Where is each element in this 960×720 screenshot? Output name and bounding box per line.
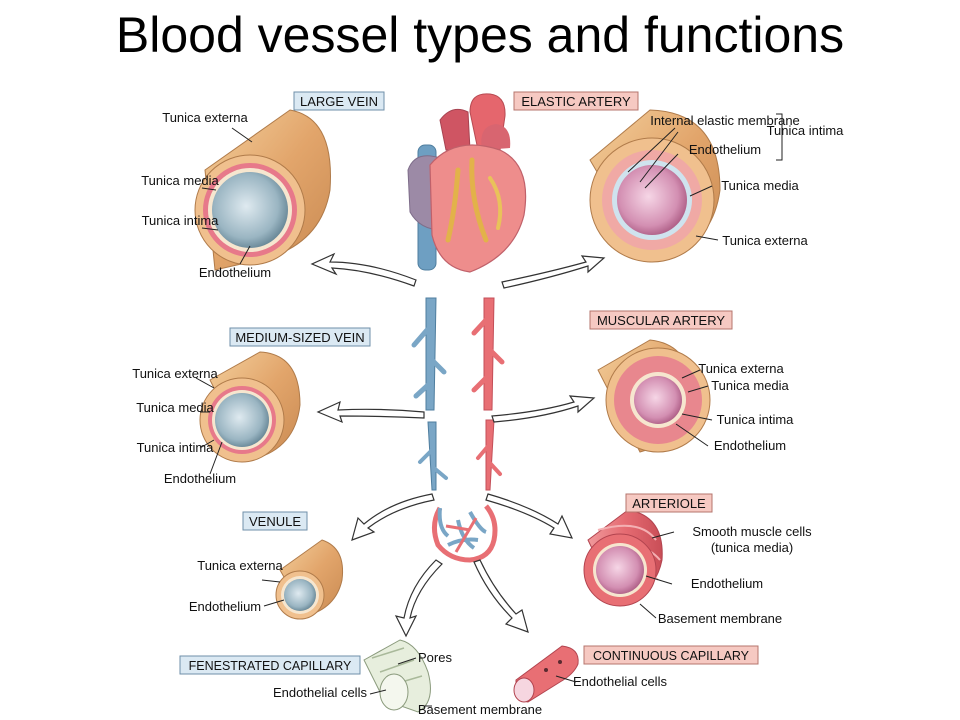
fenestrated-capillary-label-basement-membrane: Basement membrane: [418, 702, 542, 717]
muscular-artery-name: MUSCULAR ARTERY: [597, 313, 725, 328]
fenestrated-capillary-name-box: [179, 655, 361, 675]
arrow-to-medium-vein: [316, 400, 425, 424]
fenestrated-capillary-name: FENESTRATED CAPILLARY: [189, 659, 352, 673]
muscular-artery-label-media: Tunica media: [711, 378, 789, 393]
medium-vein-name: MEDIUM-SIZED VEIN: [235, 330, 364, 345]
arteriole-name: ARTERIOLE: [632, 496, 706, 511]
venule-name-box: [242, 511, 308, 531]
elastic-artery-label-externa: Tunica externa: [722, 233, 808, 248]
heart-illustration: [407, 93, 527, 273]
medium-vein-label-externa: Tunica externa: [132, 366, 218, 381]
elastic-artery: ELASTIC ARTERY Internal elastic membrane…: [513, 91, 845, 263]
elastic-artery-label-endothelium: Endothelium: [689, 142, 761, 157]
large-vein: LARGE VEIN Tunica externa Tunica media T…: [141, 91, 385, 280]
large-vein-label-externa: Tunica externa: [162, 110, 248, 125]
elastic-artery-name: ELASTIC ARTERY: [521, 94, 631, 109]
medium-vein-label-intima: Tunica intima: [137, 440, 215, 455]
continuous-capillary-name: CONTINUOUS CAPILLARY: [593, 649, 750, 663]
medium-vein-label-media: Tunica media: [136, 400, 214, 415]
large-vein-name: LARGE VEIN: [300, 94, 378, 109]
large-vein-label-endothelium: Endothelium: [199, 265, 271, 280]
large-vein-label-media: Tunica media: [141, 173, 219, 188]
venule-label-endothelium: Endothelium: [189, 599, 261, 614]
elastic-artery-label-media: Tunica media: [721, 178, 799, 193]
arteriole-label-endothelium: Endothelium: [691, 576, 763, 591]
elastic-artery-label-membrane: Internal elastic membrane: [650, 113, 800, 128]
muscular-artery-label-endothelium: Endothelium: [714, 438, 786, 453]
medium-sized-vein: MEDIUM-SIZED VEIN Tunica externa Tunica …: [132, 327, 371, 486]
fenestrated-capillary: FENESTRATED CAPILLARY Pores Endothelial …: [179, 639, 542, 717]
arrow-to-elastic-artery: [501, 255, 606, 289]
medium-vein-name-box: [229, 327, 371, 347]
continuous-capillary-name-box: [583, 645, 759, 665]
arteriole-label-smooth-muscle: Smooth muscle cells: [692, 524, 812, 539]
arrow-to-muscular-artery: [491, 395, 596, 423]
arteriole-name-box: [625, 493, 713, 513]
large-vein-name-box: [293, 91, 385, 111]
arrow-to-venule: [351, 493, 435, 541]
elastic-artery-label-intima: Tunica intima: [767, 123, 845, 138]
muscular-artery: MUSCULAR ARTERY Tunica externa Tunica me…: [589, 310, 795, 453]
arrows: [310, 252, 606, 638]
fenestrated-capillary-label-endothelial-cells: Endothelial cells: [273, 685, 367, 700]
arrow-to-fenestrated-capillary: [394, 559, 443, 638]
venule: VENULE Tunica externa Endothelium: [189, 511, 344, 620]
venule-name: VENULE: [249, 514, 301, 529]
arrow-to-continuous-capillary: [473, 559, 529, 633]
venule-label-externa: Tunica externa: [197, 558, 283, 573]
fenestrated-capillary-label-pores: Pores: [418, 650, 452, 665]
large-vein-label-intima: Tunica intima: [142, 213, 220, 228]
small-vessels-center: [418, 419, 502, 491]
continuous-capillary: CONTINUOUS CAPILLARY Endothelial cells: [513, 645, 759, 703]
muscular-artery-label-externa: Tunica externa: [698, 361, 784, 376]
page-title: Blood vessel types and functions: [115, 7, 845, 63]
medium-vessels-center: [411, 297, 505, 411]
elastic-artery-name-box: [513, 91, 639, 111]
muscular-artery-label-intima: Tunica intima: [717, 412, 795, 427]
arteriole-label-tunica-media: (tunica media): [711, 540, 793, 555]
muscular-artery-name-box: [589, 310, 733, 330]
arteriole-label-basement-membrane: Basement membrane: [658, 611, 782, 626]
arteriole: ARTERIOLE Smooth muscle cells (tunica me…: [583, 493, 812, 626]
arrow-to-large-vein: [310, 252, 417, 287]
medium-vein-label-endothelium: Endothelium: [164, 471, 236, 486]
capillary-bed: [432, 504, 498, 563]
arrow-to-arteriole: [485, 493, 574, 539]
continuous-capillary-label-endothelial-cells: Endothelial cells: [573, 674, 667, 689]
